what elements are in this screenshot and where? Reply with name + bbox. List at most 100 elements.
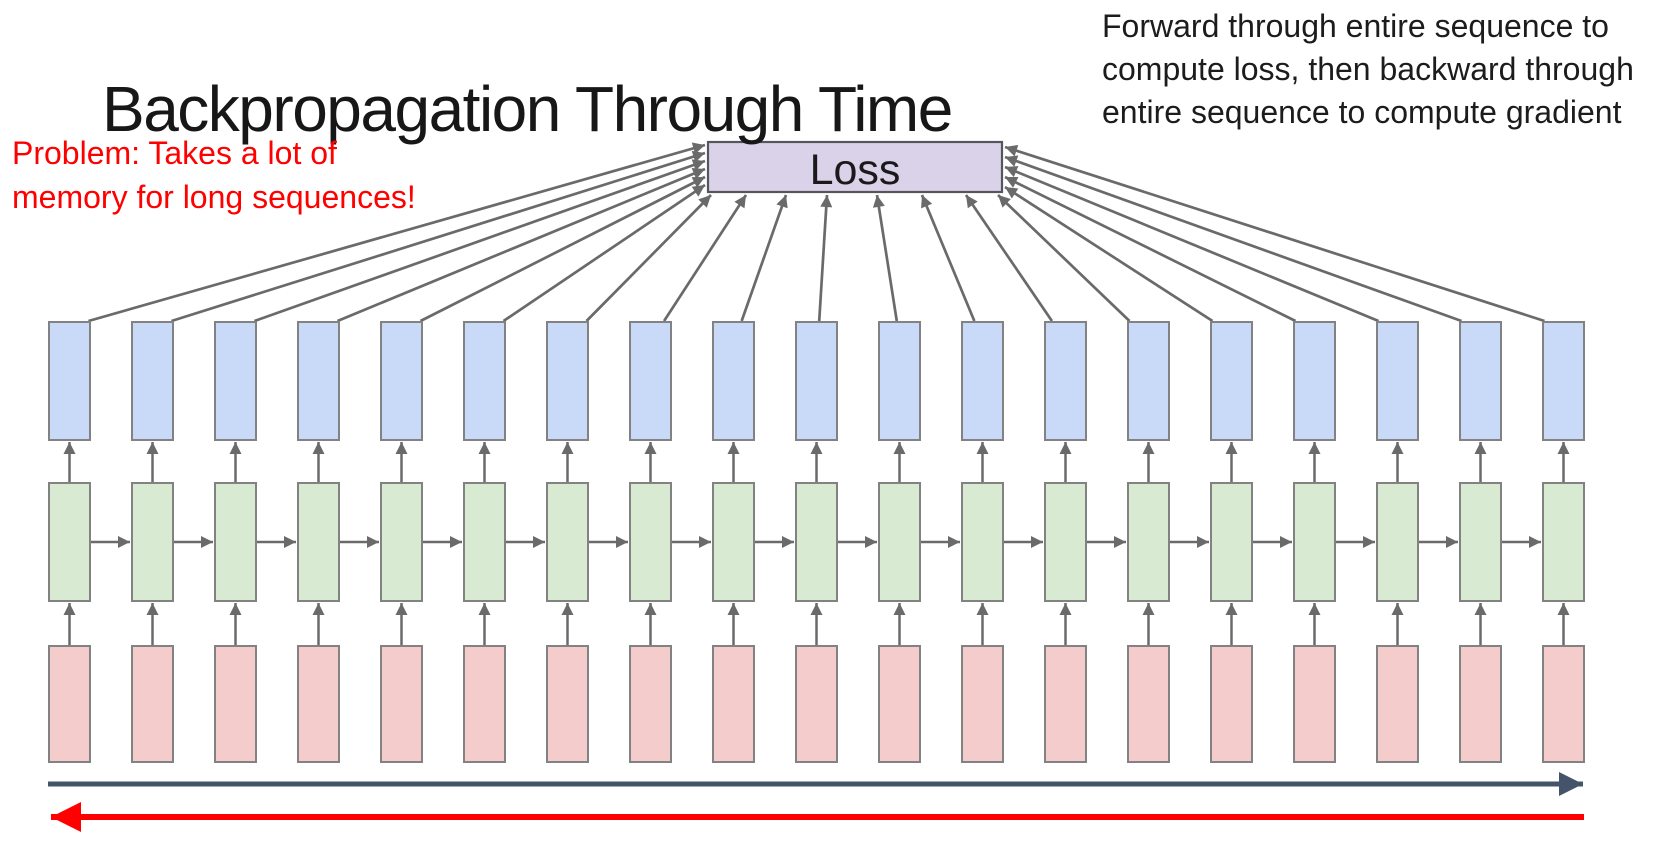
input-box (1044, 645, 1087, 763)
output-to-loss-arrow (817, 194, 833, 322)
output-box (546, 321, 589, 441)
hidden-box (1127, 482, 1170, 602)
timestep-column (297, 167, 706, 763)
timestep-column (131, 150, 706, 763)
output-box (961, 321, 1004, 441)
output-to-loss-arrow (419, 175, 706, 323)
input-box (795, 645, 838, 763)
hidden-box (1376, 482, 1419, 602)
hidden-box (1459, 482, 1502, 602)
timestep-column (463, 183, 706, 763)
hidden-box (1293, 482, 1336, 602)
output-box (131, 321, 174, 441)
input-box (131, 645, 174, 763)
note-forward-backward: Forward through entire sequence to compu… (1102, 5, 1634, 134)
output-box (629, 321, 672, 441)
timestep-column (964, 194, 1126, 763)
input-box (297, 645, 340, 763)
loss-label: Loss (810, 146, 901, 194)
timestep-column (1004, 185, 1292, 763)
note-line: compute loss, then backward through (1102, 51, 1634, 87)
output-to-loss-arrow (171, 150, 706, 323)
output-box (1293, 321, 1336, 441)
input-box (1127, 645, 1170, 763)
output-to-loss-arrow (1004, 155, 1462, 323)
output-to-loss-arrow (872, 194, 899, 322)
timestep-column (1004, 155, 1541, 763)
input-box (878, 645, 921, 763)
input-box (1376, 645, 1419, 763)
output-box (1459, 321, 1502, 441)
output-to-loss-arrow (88, 142, 706, 323)
output-to-loss-arrow (662, 194, 748, 322)
output-box (1044, 321, 1087, 441)
timestep-column (546, 194, 712, 763)
output-to-loss-arrow (997, 194, 1131, 322)
input-box (1459, 645, 1502, 763)
output-box (878, 321, 921, 441)
hidden-box (878, 482, 921, 602)
input-box (1293, 645, 1336, 763)
timestep-columns (48, 142, 1585, 763)
timestep-column (1004, 175, 1375, 763)
output-box (463, 321, 506, 441)
output-to-loss-arrow (1004, 144, 1545, 323)
output-box (712, 321, 755, 441)
output-to-loss-arrow (920, 194, 976, 322)
output-to-loss-arrow (1004, 175, 1297, 323)
timestep-column (380, 175, 706, 763)
note-line: Problem: Takes a lot of (12, 135, 337, 171)
timestep-column (48, 142, 706, 763)
output-box (1127, 321, 1170, 441)
timestep-column (214, 159, 706, 763)
timestep-column (629, 194, 748, 763)
output-to-loss-arrow (585, 194, 712, 322)
hidden-box (546, 482, 589, 602)
timestep-column (997, 194, 1209, 763)
output-to-loss-arrow (502, 183, 706, 323)
input-box (214, 645, 257, 763)
output-box (1376, 321, 1419, 441)
timestep-column (712, 194, 794, 763)
output-box (795, 321, 838, 441)
input-box (546, 645, 589, 763)
input-box (961, 645, 1004, 763)
output-box (1210, 321, 1253, 441)
hidden-box (297, 482, 340, 602)
output-to-loss-arrow (1004, 165, 1380, 323)
hidden-box (795, 482, 838, 602)
output-to-loss-arrow (740, 194, 788, 322)
hidden-box (214, 482, 257, 602)
slide-title: Backpropagation Through Time (102, 72, 953, 145)
hidden-box (629, 482, 672, 602)
output-to-loss-arrow (254, 159, 706, 323)
input-box (463, 645, 506, 763)
output-box (297, 321, 340, 441)
output-to-loss-arrow (336, 167, 706, 323)
output-box (48, 321, 91, 441)
output-box (1542, 321, 1585, 441)
timestep-column (1004, 144, 1585, 763)
note-line: memory for long sequences! (12, 179, 416, 215)
hidden-box (712, 482, 755, 602)
output-to-loss-arrow (1004, 185, 1214, 323)
timestep-column (1004, 165, 1458, 763)
input-box (1210, 645, 1253, 763)
hidden-box (380, 482, 423, 602)
hidden-box (1210, 482, 1253, 602)
input-box (380, 645, 423, 763)
note-line: entire sequence to compute gradient (1102, 94, 1622, 130)
hidden-box (1044, 482, 1087, 602)
hidden-box (131, 482, 174, 602)
output-to-loss-arrow (964, 194, 1054, 322)
hidden-box (1542, 482, 1585, 602)
note-problem: Problem: Takes a lot of memory for long … (12, 131, 416, 219)
timestep-column (795, 194, 877, 763)
output-box (214, 321, 257, 441)
input-box (629, 645, 672, 763)
timestep-column (872, 194, 960, 763)
note-line: Forward through entire sequence to (1102, 8, 1609, 44)
input-box (48, 645, 91, 763)
